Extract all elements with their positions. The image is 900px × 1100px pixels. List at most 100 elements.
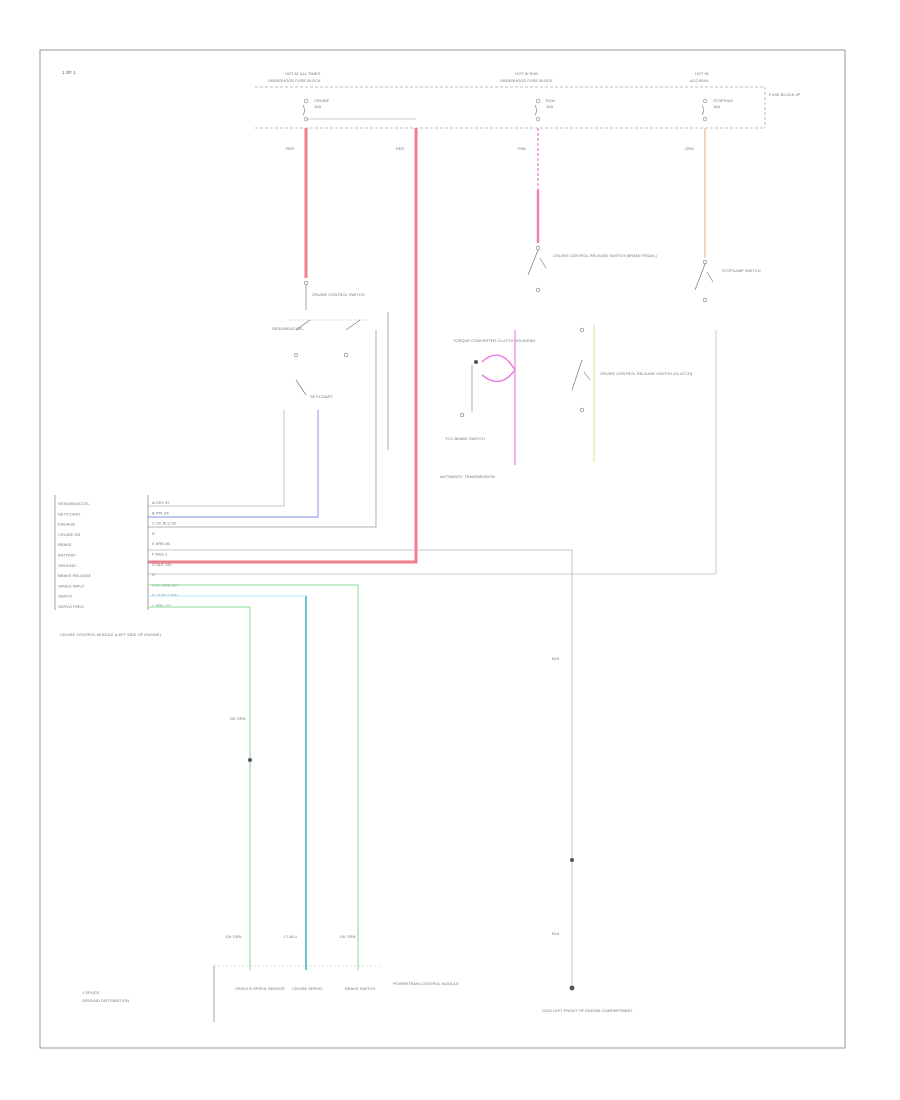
wire-label: BLK: [552, 931, 560, 936]
fuse-element: [701, 104, 704, 116]
module-pin-wire: H: [152, 572, 155, 577]
source-subtitle: ACC/RUN: [690, 78, 708, 83]
fuse-stop: STOP/HAZ 15A: [701, 98, 733, 122]
fuse-cruise: CRUISE 10A: [302, 98, 416, 122]
wire-green-feed: [148, 606, 251, 970]
switch-terminal: [535, 287, 541, 293]
component-label: VEHICLE SPEED SENSOR: [235, 986, 285, 991]
fuse-terminal: [535, 98, 541, 104]
ground-block-label: GROUND DISTRIBUTION: [82, 998, 129, 1003]
module-pin-wire: E BRN 86: [152, 541, 171, 546]
switch-label: STOPLAMP SWITCH: [722, 268, 761, 273]
fuse-element: [534, 104, 537, 116]
switch-blade: [295, 319, 311, 331]
wire-label: DK GRN: [230, 716, 246, 721]
wire-label: BLK: [552, 656, 560, 661]
switch-actuator: [539, 257, 547, 269]
switch-brake-release: CRUISE CONTROL RELEASE SWITCH (BRAKE PED…: [527, 245, 657, 293]
wire-brake: [148, 549, 573, 985]
switch-blade: [694, 263, 706, 291]
source-title: HOT IN RUN: [515, 71, 538, 76]
corner-label: 1 OF 1: [62, 70, 76, 75]
wire-label-orange: ORN: [685, 146, 694, 151]
switch-label: SET/COAST: [310, 394, 333, 399]
splice-dot: [474, 360, 478, 364]
splice-dot: [248, 758, 252, 762]
module-pin-wire: K LT BLU 399: [152, 593, 178, 598]
module-label: CRUISE CONTROL MODULE (LEFT SIDE OF ENGI…: [60, 632, 162, 637]
switch-actuator: [706, 271, 714, 283]
component-label: TCC BRAKE SWITCH: [445, 436, 485, 441]
wire-cyan-servo: [148, 595, 307, 970]
module-pin-name: SET/COAST: [58, 511, 81, 516]
switch-blade: [571, 359, 583, 391]
module-pin-name: GROUND: [58, 563, 76, 568]
wire-green-speed: [148, 584, 359, 970]
tcc-circuit: TORQUE CONVERTER CLUTCH SOLENOID TCC BRA…: [440, 330, 535, 479]
wire-blue-set: [148, 410, 319, 518]
source-labels: HOT AT ALL TIMES UNDERHOOD FUSE BLOCK HO…: [268, 71, 709, 83]
switch-terminal: [293, 352, 299, 358]
module-pin-wire: C DK BLU 83: [152, 521, 177, 526]
fuse-rating: 15A: [713, 104, 720, 109]
wire-engage: [148, 510, 377, 528]
splice-dot: [570, 858, 574, 862]
switch-terminal: [702, 259, 708, 265]
source-title: HOT IN: [695, 71, 709, 76]
module-pin-name: BRAKE: [58, 542, 72, 547]
switch-clutch-release: CRUISE CONTROL RELEASE SWITCH (CLUTCH): [571, 325, 693, 462]
fuse-terminal: [702, 116, 708, 122]
switch-terminal: [702, 297, 708, 303]
wire-label-red: RED: [396, 146, 405, 151]
module-pin-name: SERVO: [58, 594, 72, 599]
module-pin-wire: F RED 1: [152, 552, 168, 557]
module-pin-wire: L GRY 121: [152, 603, 172, 608]
wire-label: DK GRN: [340, 934, 356, 939]
wire-label-red: RED: [286, 146, 295, 151]
switch-terminal: [535, 245, 541, 251]
fuse-terminal: [535, 116, 541, 122]
fuse-ecm: ECM 10A: [534, 98, 555, 122]
switch-terminal: [343, 352, 349, 358]
component-label: POWERTRAIN CONTROL MODULE: [393, 981, 459, 986]
fuse-name: STOP/HAZ: [713, 98, 733, 103]
fuse-element: [302, 104, 305, 116]
module-pin-name: SPEED INPUT: [58, 583, 85, 588]
switch-label: CRUISE CONTROL RELEASE SWITCH (CLUTCH): [600, 371, 693, 376]
switch-stoplamp: STOPLAMP SWITCH: [694, 259, 761, 303]
fuse-name: ECM: [546, 98, 555, 103]
module-pin-name: BATTERY: [58, 553, 76, 558]
switch-actuator: [583, 371, 591, 381]
fuse-name: CRUISE: [314, 98, 329, 103]
module-pin-wire: D: [152, 531, 155, 536]
source-subtitle: UNDERHOOD FUSE BLOCK: [500, 78, 553, 83]
switch-blade: [345, 319, 361, 331]
fuse-terminal: [303, 98, 309, 104]
module-pin-name: CRUISE ON: [58, 532, 80, 537]
footnote: 1 SPLICE: [82, 990, 100, 995]
module-pin-name: SERVO FEED: [58, 604, 84, 609]
wire-red-battery: [148, 128, 418, 564]
module-pin-wire: G BLK 150: [152, 562, 172, 567]
wire-label: LT BLU: [284, 934, 297, 939]
component-label: BRAKE SWITCH: [345, 986, 376, 991]
module-pin-name: BRAKE RELEASE: [58, 573, 91, 578]
cruise-control-module: CRUISE CONTROL MODULE (LEFT SIDE OF ENGI…: [54, 495, 162, 637]
wire-label-pink: PNK: [518, 146, 527, 151]
component-label: CRUISE SERVO: [292, 986, 322, 991]
wire-label: DK GRN: [226, 934, 242, 939]
ground-label: G103 LEFT FRONT OF ENGINE COMPARTMENT: [542, 1008, 633, 1013]
source-subtitle: UNDERHOOD FUSE BLOCK: [268, 78, 321, 83]
module-pin-name: RESUME/ACCEL: [58, 501, 90, 506]
switch-blade: [295, 379, 307, 396]
switch-terminal: [303, 280, 309, 286]
module-pin-wire: A GRY 87: [152, 500, 170, 505]
ground-point: [569, 985, 575, 991]
switch-label: CRUISE CONTROL SWITCH: [312, 292, 365, 297]
tcc-loop: [481, 354, 516, 382]
terminal: [459, 412, 465, 418]
switch-terminal: [579, 327, 585, 333]
switch-blade: [527, 249, 539, 276]
fuse-terminal: [702, 98, 708, 104]
switch-label: RESUME/ACCEL: [272, 326, 304, 331]
